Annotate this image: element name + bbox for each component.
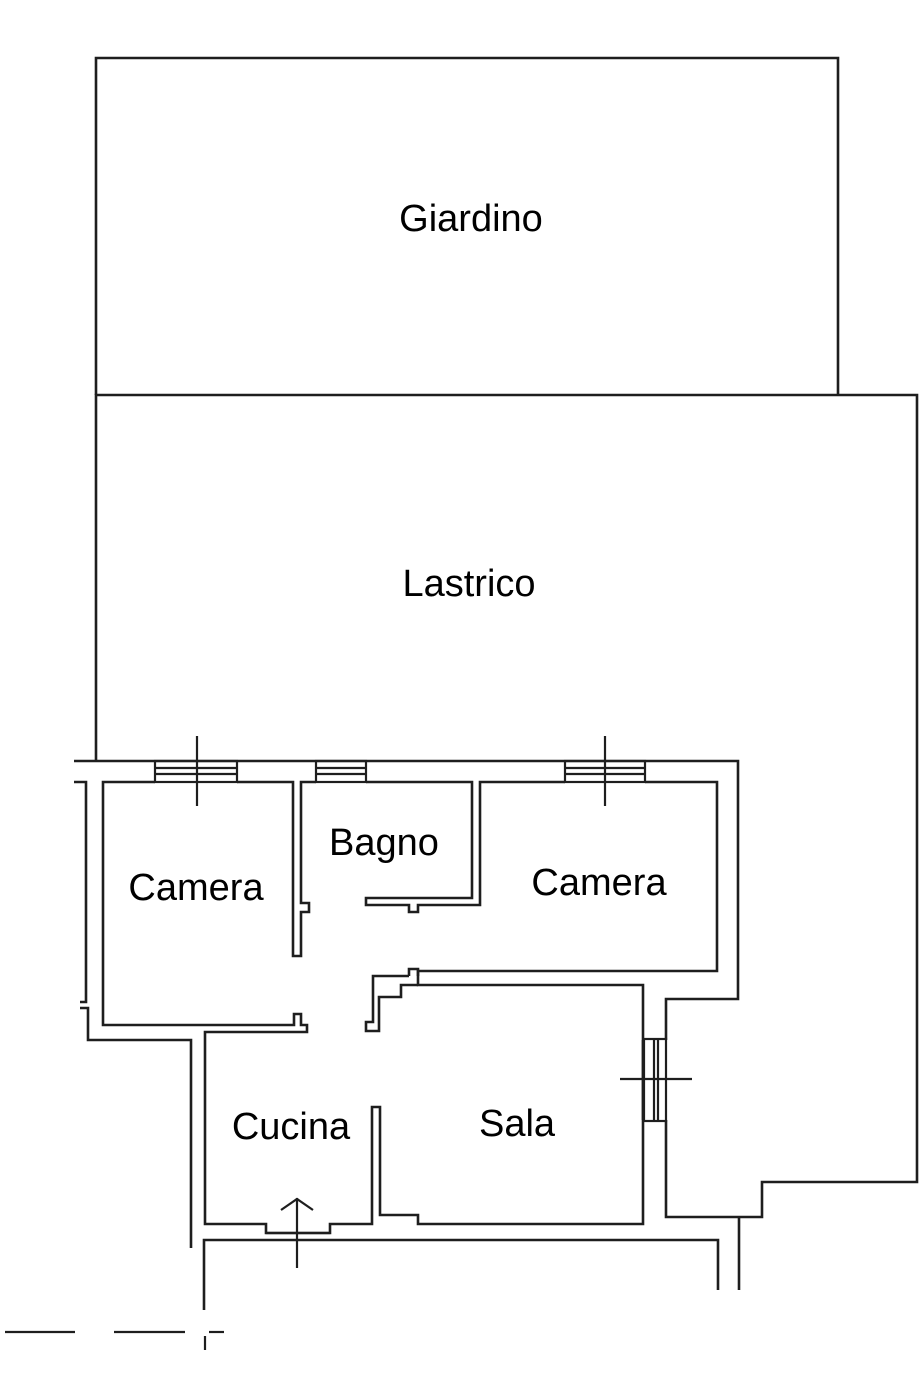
- window-camera-2: [563, 736, 647, 806]
- outer-wall-left-lower: [80, 1006, 193, 1248]
- lastrico-boundary: [94, 393, 919, 1219]
- outer-wall-bottom: [202, 1238, 720, 1310]
- room-label-sala: Sala: [479, 1103, 556, 1145]
- area-lastrico: Lastrico: [94, 393, 919, 1219]
- bagno-stub: [407, 967, 420, 976]
- bagno-wall: [364, 780, 565, 914]
- giardino-label: Giardino: [399, 198, 543, 240]
- cut-line: [5, 1330, 224, 1350]
- window-sala: [620, 1037, 692, 1123]
- window-bagno: [314, 759, 368, 784]
- giardino-boundary: [94, 56, 840, 395]
- camera-1-wall: [101, 780, 719, 1235]
- lastrico-label: Lastrico: [402, 563, 535, 605]
- camera-1-right-wall: [237, 780, 316, 958]
- room-label-camera-1: Camera: [128, 867, 264, 909]
- outer-walls: [74, 759, 741, 1310]
- room-label-camera-2: Camera: [531, 862, 667, 904]
- sala-corridor-wall: [364, 974, 418, 1033]
- area-giardino: Giardino: [94, 56, 840, 395]
- room-label-cucina: Cucina: [232, 1106, 351, 1148]
- outer-wall-left-upper: [74, 780, 88, 1004]
- outer-wall-top: [74, 759, 740, 1040]
- room-label-bagno: Bagno: [329, 822, 439, 864]
- entrance-arrow-icon: [266, 1197, 330, 1268]
- window-camera-1: [153, 736, 239, 806]
